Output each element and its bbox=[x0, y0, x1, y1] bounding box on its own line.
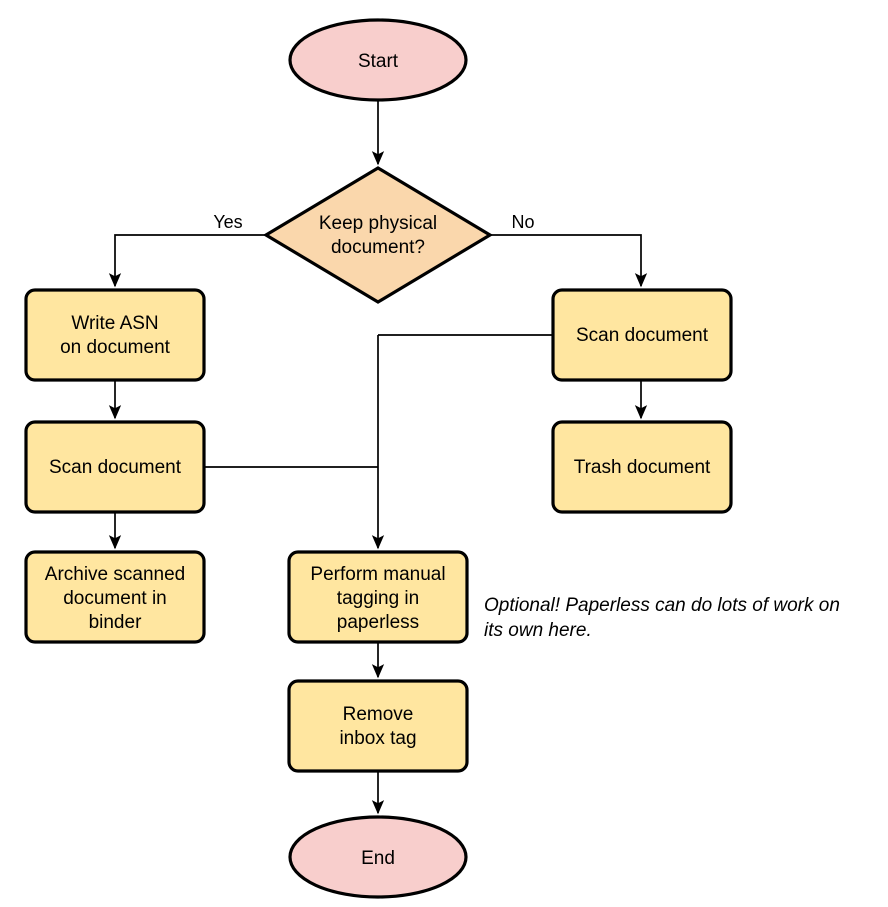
node-perform-manual-tagging[interactable]: Perform manual tagging in paperless bbox=[287, 550, 469, 644]
scan-document-right-label: Scan document bbox=[576, 325, 709, 346]
start-label: Start bbox=[358, 51, 399, 72]
decision-label-line2: document? bbox=[331, 237, 425, 258]
remove-inbox-tag-label-line1: Remove bbox=[343, 704, 414, 725]
scan-document-left-box bbox=[24, 420, 206, 514]
annotation-note-line2: its own here. bbox=[484, 620, 592, 641]
trash-document-label: Trash document bbox=[574, 457, 711, 478]
end-label: End bbox=[361, 848, 395, 869]
decision-diamond bbox=[262, 166, 494, 304]
scan-document-right-box bbox=[551, 288, 733, 382]
node-archive-scanned-document[interactable]: Archive scanned document in binder bbox=[24, 550, 206, 644]
write-asn-box bbox=[24, 288, 206, 382]
annotation-note: Optional! Paperless can do lots of work … bbox=[484, 595, 840, 641]
connector-decision-no-to-scan-right bbox=[490, 234, 648, 288]
node-start[interactable]: Start bbox=[288, 18, 468, 102]
node-keep-physical-document[interactable]: Keep physical document? bbox=[262, 166, 494, 304]
node-scan-document-left[interactable]: Scan document bbox=[24, 420, 206, 514]
manual-tagging-label-line3: paperless bbox=[337, 612, 419, 633]
node-write-asn[interactable]: Write ASN on document bbox=[24, 288, 206, 382]
write-asn-label-line2: on document bbox=[60, 337, 171, 358]
edge-label-no: No bbox=[511, 212, 534, 232]
edge-label-yes: Yes bbox=[213, 212, 242, 232]
archive-box bbox=[24, 550, 206, 644]
manual-tagging-label-line2: tagging in bbox=[337, 588, 419, 609]
archive-label-line1: Archive scanned bbox=[45, 564, 185, 585]
trash-document-box bbox=[551, 420, 733, 514]
archive-label-line3: binder bbox=[89, 612, 142, 633]
node-trash-document[interactable]: Trash document bbox=[551, 420, 733, 514]
node-remove-inbox-tag[interactable]: Remove inbox tag bbox=[287, 679, 469, 773]
node-scan-document-right[interactable]: Scan document bbox=[551, 288, 733, 382]
scan-document-left-label: Scan document bbox=[49, 457, 182, 478]
remove-inbox-tag-box bbox=[287, 679, 469, 773]
remove-inbox-tag-label-line2: inbox tag bbox=[339, 728, 416, 749]
node-end[interactable]: End bbox=[288, 815, 468, 899]
manual-tagging-box bbox=[287, 550, 469, 644]
archive-label-line2: document in bbox=[63, 588, 167, 609]
start-ellipse bbox=[288, 18, 468, 102]
connector-decision-yes-to-write-asn bbox=[108, 234, 265, 288]
connector-layer bbox=[108, 100, 648, 815]
manual-tagging-label-line1: Perform manual bbox=[310, 564, 445, 585]
annotation-note-line1: Optional! Paperless can do lots of work … bbox=[484, 595, 840, 616]
end-ellipse bbox=[288, 815, 468, 899]
decision-label-line1: Keep physical bbox=[319, 213, 437, 234]
write-asn-label-line1: Write ASN bbox=[71, 313, 158, 334]
